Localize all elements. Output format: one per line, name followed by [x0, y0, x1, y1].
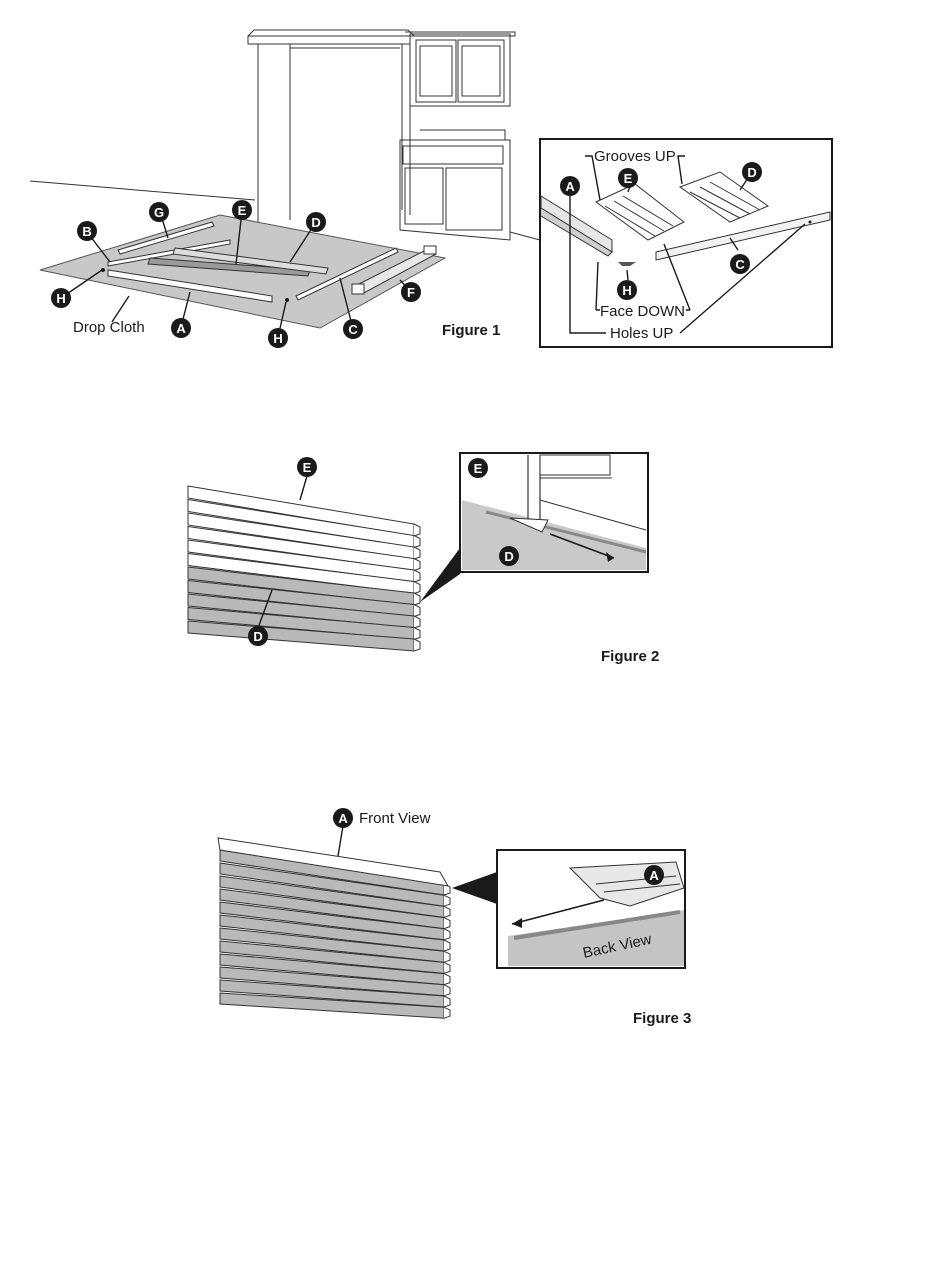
panel-d-slat-lip	[414, 628, 420, 640]
svg-text:C: C	[348, 322, 358, 337]
figure-3: A Front View A Back View Figure 3	[218, 808, 691, 1027]
svg-text:A: A	[176, 321, 186, 336]
figure-1: B G E D H A H C F Drop Cloth Figure 1	[30, 30, 832, 348]
fig2-inset-badge-d: D	[499, 546, 519, 566]
badge-h-left: H	[51, 288, 71, 308]
svg-text:E: E	[238, 203, 247, 218]
svg-text:D: D	[504, 549, 513, 564]
panel-slat-lip	[444, 940, 450, 951]
svg-text:E: E	[303, 460, 312, 475]
badge-g: G	[149, 202, 169, 222]
panel-d-slat-lip	[414, 639, 420, 651]
panel-slat-lip	[444, 951, 450, 962]
figure-3-inset: A Back View	[497, 850, 685, 968]
inset-badge-e: E	[618, 168, 638, 188]
inset-badge-a: A	[560, 176, 580, 196]
fig2-badge-e: E	[297, 457, 317, 477]
part-f-endcap	[352, 284, 364, 294]
svg-text:H: H	[56, 291, 65, 306]
fig3-inset-badge-a: A	[644, 865, 664, 885]
inset-badge-h: H	[617, 280, 637, 300]
face-down-label: Face DOWN	[600, 303, 685, 320]
figure-1-caption: Figure 1	[442, 322, 500, 339]
panel-slat-lip	[444, 1007, 450, 1018]
svg-text:A: A	[649, 868, 659, 883]
panel-slat-lip	[444, 929, 450, 940]
svg-text:H: H	[622, 283, 631, 298]
panel-e-slat-lip	[414, 547, 420, 559]
panel-d-slat-lip	[414, 605, 420, 617]
grooves-up-label: Grooves UP	[594, 148, 676, 165]
inset-badge-c: C	[730, 254, 750, 274]
svg-text:G: G	[154, 205, 164, 220]
svg-text:C: C	[735, 257, 745, 272]
figure-1-inset: Grooves UP Face DOWN Holes UP A E D H C	[540, 139, 832, 347]
inset-badge-d: D	[742, 162, 762, 182]
badge-h-center: H	[268, 328, 288, 348]
badge-e: E	[232, 200, 252, 220]
svg-text:A: A	[565, 179, 575, 194]
svg-text:F: F	[407, 285, 415, 300]
svg-text:D: D	[253, 629, 262, 644]
figure-3-caption: Figure 3	[633, 1010, 691, 1027]
panel-slat-lip	[444, 996, 450, 1007]
badge-f: F	[401, 282, 421, 302]
lower-cabinets	[400, 130, 510, 240]
panel-e-slat-lip	[414, 524, 420, 536]
panel-slat-lip	[444, 974, 450, 985]
panel-slat-lip	[444, 918, 450, 929]
closet-opening	[248, 30, 414, 224]
svg-text:D: D	[747, 165, 756, 180]
svg-text:H: H	[273, 331, 282, 346]
upper-cabinets	[405, 32, 515, 106]
drop-cloth-label: Drop Cloth	[73, 319, 145, 336]
fig2-badge-d: D	[248, 626, 268, 646]
stacked-panels	[188, 486, 420, 651]
badge-c: C	[343, 319, 363, 339]
panel-slat-lip	[444, 895, 450, 906]
badge-a: A	[171, 318, 191, 338]
fig2-inset-badge-e: E	[468, 458, 488, 478]
panel-slat-lip	[444, 985, 450, 996]
panel-slat-lip	[444, 906, 450, 917]
svg-text:D: D	[311, 215, 320, 230]
front-view-label: Front View	[359, 810, 431, 827]
svg-text:B: B	[82, 224, 91, 239]
part-h-screw	[285, 298, 289, 302]
svg-text:E: E	[474, 461, 483, 476]
figure-2-caption: Figure 2	[601, 648, 659, 665]
panel-e-slat-lip	[414, 582, 420, 594]
holes-up-label: Holes UP	[610, 325, 673, 342]
panel-e-slat-lip	[414, 559, 420, 571]
panel-d-slat-lip	[414, 593, 420, 605]
part-f-endcap	[424, 246, 436, 254]
panel-d-slat-lip	[414, 616, 420, 628]
badge-d: D	[306, 212, 326, 232]
panel-slat-lip	[444, 962, 450, 973]
panel-e-slat-lip	[414, 536, 420, 548]
panel-e-slat-lip	[414, 570, 420, 582]
figure-2-inset: E D	[460, 453, 648, 572]
svg-text:A: A	[338, 811, 348, 826]
figure-2: E D E D Figure 2	[188, 453, 659, 665]
fig3-badge-a: A	[333, 808, 353, 828]
badge-b: B	[77, 221, 97, 241]
svg-text:E: E	[624, 171, 633, 186]
